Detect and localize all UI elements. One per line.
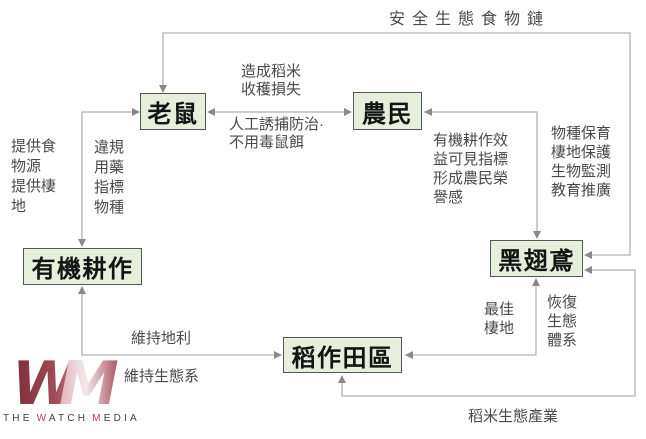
edge-paddy-kite xyxy=(405,280,537,356)
edge-rice-industry-bottom xyxy=(341,269,636,397)
diagram-title: 安全生態食物鏈 xyxy=(389,11,551,28)
node-farmer: 農民 xyxy=(353,92,422,130)
label-best-habitat: 最佳 棲地 xyxy=(484,301,515,337)
edge-organic-paddy xyxy=(81,288,280,356)
node-rat: 老鼠 xyxy=(140,93,206,130)
logo-text-the: THE xyxy=(3,413,33,424)
logo-text-edia: EDIA xyxy=(103,413,140,424)
edge-foodchain-top xyxy=(162,32,631,256)
label-rice-eco-industry: 稻米生態產業 xyxy=(468,408,559,425)
logo-text-atch: ATCH xyxy=(48,413,89,424)
logo-letter-w: W xyxy=(12,354,81,410)
edge-organic-rat xyxy=(81,111,139,245)
node-organic-farming: 有機耕作 xyxy=(23,248,142,285)
arrowheads xyxy=(78,85,592,383)
edge-farmer-kite xyxy=(424,111,538,237)
label-rice-loss: 造成稻米 收穫損失 xyxy=(241,63,302,98)
label-organic-benefit: 有機耕作效 益可見指標 形成農民榮 譽感 xyxy=(433,132,509,206)
logo-text-m: M xyxy=(92,413,104,424)
label-pesticide-indicator: 違規 用藥 指標 物種 xyxy=(94,139,125,216)
logo-letter-m: M xyxy=(59,354,119,410)
node-black-winged-kite: 黑翅鳶 xyxy=(490,240,583,277)
label-provide-food-habitat: 提供食 物源 提供棲 地 xyxy=(11,138,57,215)
label-manual-trapping: 人工誘捕防治· 不用毒鼠餌 xyxy=(229,116,324,151)
node-rice-paddy: 稻作田區 xyxy=(283,337,402,373)
label-maintain-ecosystem: 維持生態系 xyxy=(124,368,200,385)
wm-logo-mark-icon: W M xyxy=(12,354,119,410)
label-maintain-fertility: 維持地利 xyxy=(131,330,192,347)
label-restore-ecosystem: 恢復 生態 體系 xyxy=(547,294,578,349)
logo-text-w: W xyxy=(36,413,49,424)
label-conservation-actions: 物種保育 棲地保護 生物監測 教育推廣 xyxy=(551,125,612,199)
